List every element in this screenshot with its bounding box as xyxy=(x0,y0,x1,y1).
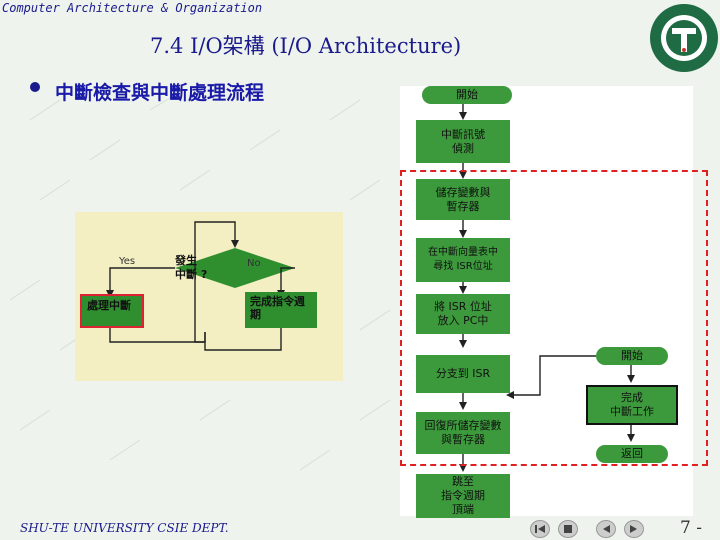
page-number: 7 - xyxy=(680,518,702,538)
find-isr-box: 在中斷向量表中 尋找 ISR位址 xyxy=(416,238,510,282)
first-icon[interactable] xyxy=(530,520,550,538)
back-icon[interactable] xyxy=(596,520,616,538)
isr-start-terminal: 開始 xyxy=(596,347,668,365)
decision-label: 發生 中斷 ? xyxy=(175,254,208,281)
load-pc-box: 將 ISR 位址 放入 PC中 xyxy=(416,294,510,334)
complete-cycle-box: 完成指令週 期 xyxy=(245,292,317,328)
start-terminal: 開始 xyxy=(422,86,512,104)
course-header: Computer Architecture & Organization xyxy=(2,1,263,15)
branch-isr-box: 分支到 ISR xyxy=(416,355,510,393)
stop-icon[interactable] xyxy=(558,520,578,538)
bullet-dot xyxy=(30,82,40,92)
bullet-text: 中斷檢查與中斷處理流程 xyxy=(55,82,265,104)
interrupt-routine-frame xyxy=(400,170,708,466)
footer-department: SHU-TE UNIVERSITY CSIE DEPT. xyxy=(20,521,229,535)
handle-interrupt-box: 處理中斷 xyxy=(80,294,144,328)
slide-title: 7.4 I/O架構 (I/O Architecture) xyxy=(150,34,462,58)
restore-registers-box: 回復所儲存變數 與暫存器 xyxy=(416,412,510,454)
detect-interrupt-box: 中斷訊號 偵測 xyxy=(416,120,510,163)
university-logo xyxy=(650,4,718,72)
yes-label: Yes xyxy=(119,256,136,267)
decision-diamond xyxy=(175,248,295,288)
left-flowchart-lines xyxy=(106,221,295,351)
save-registers-box: 儲存變數與 暫存器 xyxy=(416,179,510,220)
left-flowchart: 發生 中斷 ? Yes No 處理中斷 完成指令週 期 xyxy=(75,212,343,381)
jump-cycle-box: 跳至 指令週期 頂端 xyxy=(416,474,510,518)
isr-return-terminal: 返回 xyxy=(596,445,668,463)
isr-complete-box: 完成 中斷工作 xyxy=(586,385,678,425)
no-label: No xyxy=(247,258,261,269)
forward-icon[interactable] xyxy=(624,520,644,538)
